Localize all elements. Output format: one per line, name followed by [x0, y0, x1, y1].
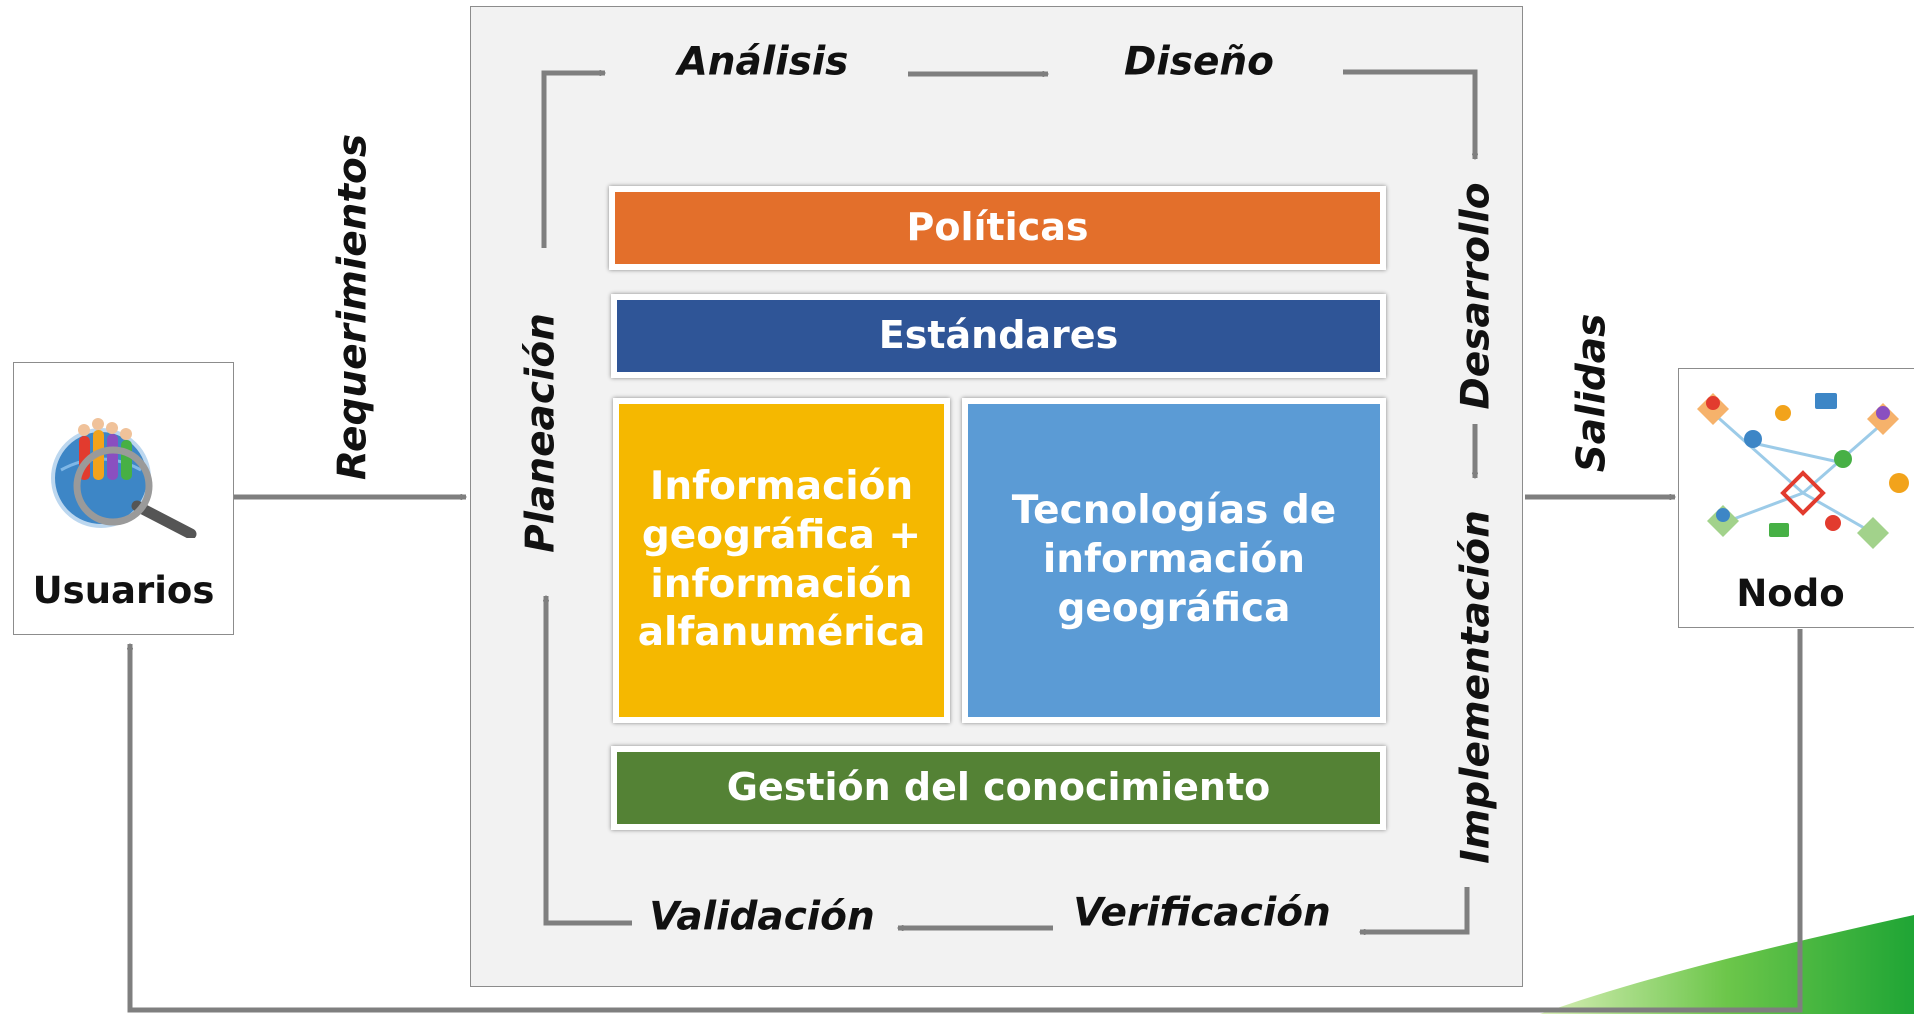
- block-tecnologias-line: información: [1042, 537, 1306, 583]
- block-politicas-label: Políticas: [906, 205, 1089, 250]
- block-informacion-line: información: [650, 561, 913, 607]
- phase-diseno: Diseño: [1124, 39, 1274, 85]
- phase-planeacion: Planeación: [518, 313, 564, 553]
- phase-verificacion: Verificación: [1073, 890, 1331, 936]
- block-estandares-label: Estándares: [878, 313, 1119, 358]
- users-search-icon: [51, 418, 197, 538]
- label-requerimientos: Requerimientos: [330, 133, 376, 481]
- block-gestion: Gestión del conocimiento: [611, 746, 1386, 830]
- arrow-validacion-to-planeacion: [546, 596, 632, 926]
- usuarios-label: Usuarios: [32, 569, 215, 612]
- nodo-box: Nodo: [1678, 368, 1914, 628]
- label-salidas: Salidas: [1569, 313, 1615, 473]
- block-politicas: Políticas: [609, 186, 1386, 270]
- block-informacion: Información geográfica + información alf…: [613, 398, 950, 723]
- phase-validacion: Validación: [649, 894, 875, 940]
- phase-desarrollo: Desarrollo: [1453, 182, 1499, 410]
- arrow-planeacion-to-analisis: [541, 73, 605, 248]
- block-gestion-label: Gestión del conocimiento: [726, 765, 1271, 810]
- arrow-diseno-to-desarrollo: [1343, 69, 1475, 159]
- usuarios-box: Usuarios: [13, 362, 234, 635]
- block-tecnologias: Tecnologías de información geográfica: [962, 398, 1386, 723]
- phase-implementacion: Implementación: [1453, 510, 1499, 864]
- arrow-implementacion-to-verificacion: [1360, 887, 1470, 932]
- arrow-feedback-nodo-to-usuarios: [130, 629, 1803, 1013]
- phase-analisis: Análisis: [677, 39, 849, 85]
- block-informacion-line: alfanumérica: [637, 610, 926, 656]
- block-tecnologias-line: geográfica: [1057, 585, 1291, 631]
- block-informacion-line: geográfica +: [641, 512, 922, 558]
- block-tecnologias-line: Tecnologías de: [1011, 488, 1337, 534]
- block-informacion-line: Información: [649, 464, 914, 509]
- nodo-label: Nodo: [1736, 572, 1845, 615]
- network-people-icon: [1697, 393, 1909, 549]
- block-estandares: Estándares: [611, 294, 1386, 378]
